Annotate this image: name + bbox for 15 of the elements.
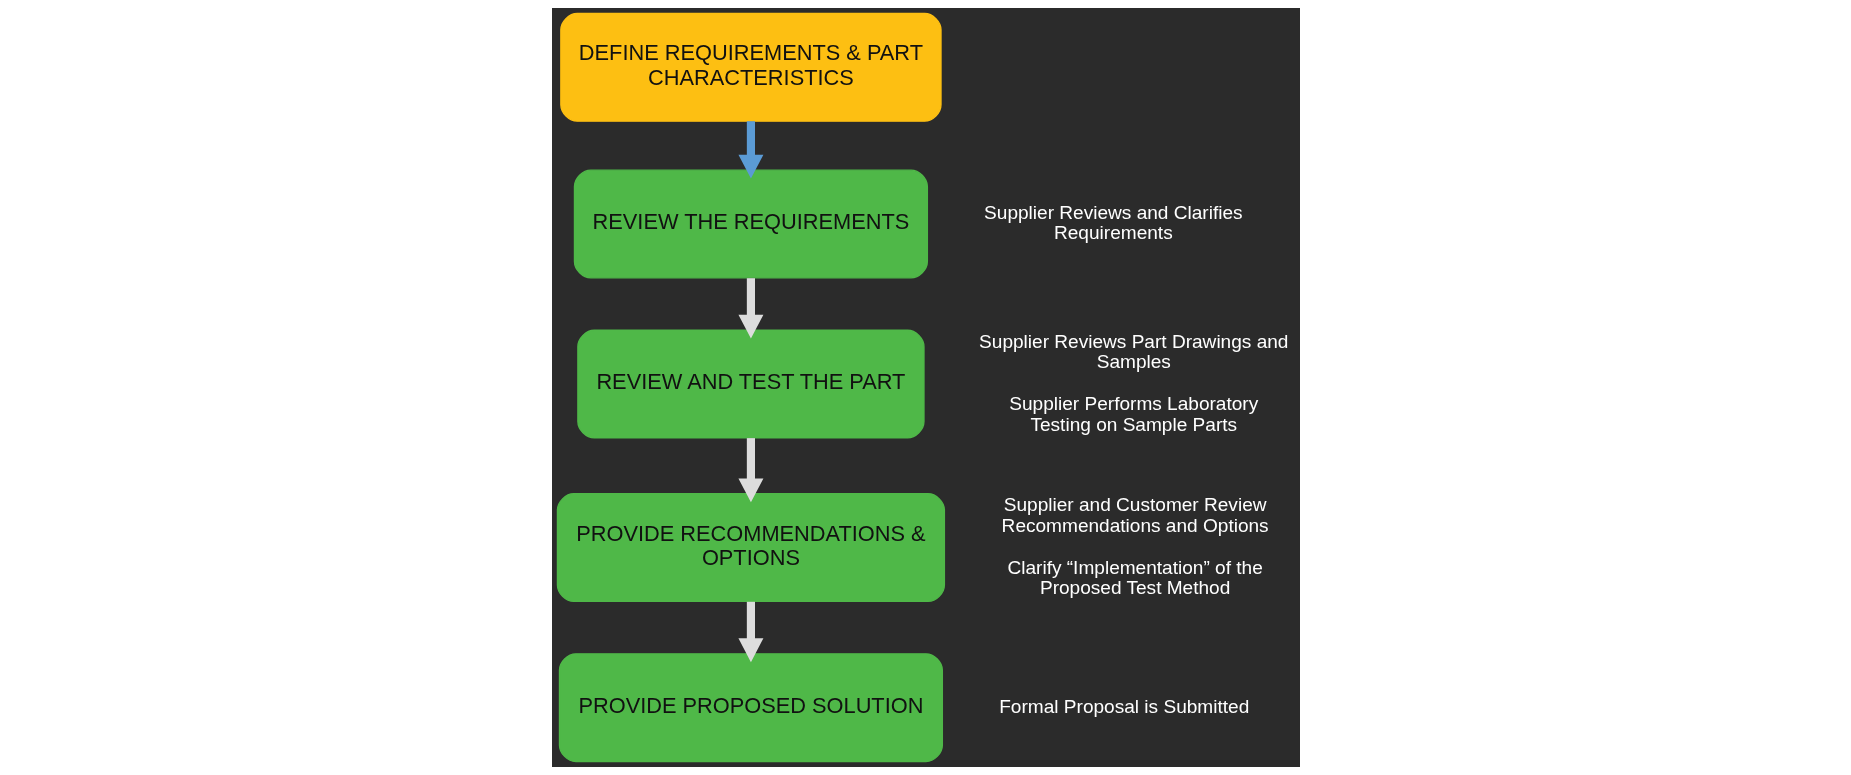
arrow [737, 601, 763, 663]
node-label: Clarify “Implementation” of the Proposed Test Method [1006, 556, 1263, 599]
arrow [737, 121, 763, 179]
node-box: DEFINE REQUIREMENTS & PART CHARACTERISTICS [559, 12, 942, 122]
node-box: REVIEW THE REQUIREMENTS [573, 169, 928, 279]
node-label: Supplier Reviews Part Drawings and Samples [978, 330, 1288, 373]
arrow [737, 278, 763, 339]
node-box: PROVIDE PROPOSED SOLUTION [558, 653, 943, 763]
node-label: Supplier and Customer Review Recommendations and Options [1001, 494, 1269, 536]
arrow [737, 438, 763, 503]
node-label: Supplier Performs Laboratory Testing on Sample Parts [1008, 393, 1258, 435]
node-box: PROVIDE RECOMMENDATIONS & OPTIONS [556, 493, 945, 603]
node-label: Formal Proposal is Submitted [998, 695, 1249, 717]
node-box: REVIEW AND TEST THE PART [576, 329, 925, 439]
node-label: Supplier Reviews and Clarifies Requirements [983, 201, 1243, 244]
